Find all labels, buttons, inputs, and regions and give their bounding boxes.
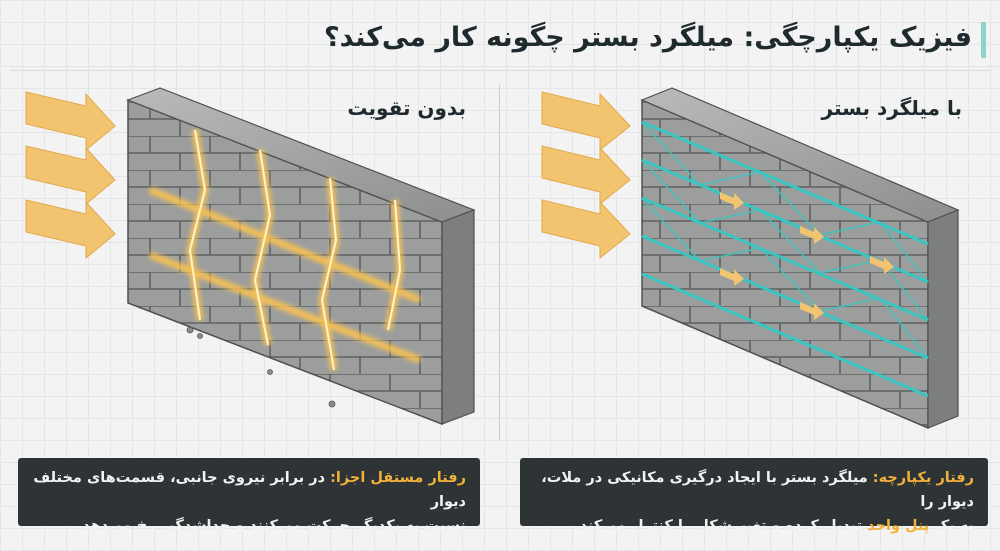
left-caption-text2: نسبت به یکدیگر حرکت می‌کنند و جداشدگی رخ…: [76, 518, 466, 534]
right-caption-box: رفتار یکپارچه: میلگرد بستر با ایجاد درگی…: [520, 458, 988, 534]
page-title: فیزیک یکپارچگی: میلگرد بستر چگونه کار می…: [323, 22, 972, 53]
right-caption-pre: به یک: [929, 518, 974, 534]
force-arrow-icon: [25, 91, 116, 152]
force-arrow-icon: [25, 199, 116, 260]
force-arrows-right: [541, 91, 631, 260]
panel-divider: [499, 85, 500, 440]
right-caption-highlight2: پنل واحد: [867, 518, 930, 534]
unreinforced-wall: [126, 87, 476, 426]
right-caption-line1: رفتار یکپارچه: میلگرد بستر با ایجاد درگی…: [534, 466, 974, 514]
debris: [186, 326, 336, 408]
left-caption-box: رفتار مستقل اجزا: در برابر نیروی جانبی، …: [18, 458, 480, 534]
right-panel-label: با میلگرد بستر: [821, 96, 962, 120]
force-arrows-left: [25, 91, 116, 260]
force-arrow-icon: [541, 145, 631, 206]
left-panel-label: بدون تقویت: [347, 96, 466, 120]
title-accent-bar: [981, 22, 986, 58]
force-arrow-icon: [25, 145, 116, 206]
left-caption-line1: رفتار مستقل اجزا: در برابر نیروی جانبی، …: [32, 466, 466, 514]
right-caption-line2: به یک پنل واحد تبدیل کرده و تغییرشکل را …: [534, 514, 974, 538]
right-caption-text1: میلگرد بستر با ایجاد درگیری مکانیکی در م…: [541, 470, 974, 510]
reinforced-wall: [640, 87, 960, 430]
left-caption-highlight: رفتار مستقل اجزا:: [330, 470, 466, 486]
load-transfer-arrows: [720, 192, 894, 320]
right-caption-post: تبدیل کرده و تغییرشکل را کنترل می‌کند.: [574, 518, 868, 534]
title-rule: [10, 70, 990, 71]
force-arrow-icon: [541, 91, 631, 152]
left-caption-text1: در برابر نیروی جانبی، قسمت‌های مختلف دیو…: [33, 470, 466, 510]
right-caption-highlight: رفتار یکپارچه:: [872, 470, 974, 486]
force-arrow-icon: [541, 199, 631, 260]
crack-lines: [188, 129, 402, 371]
